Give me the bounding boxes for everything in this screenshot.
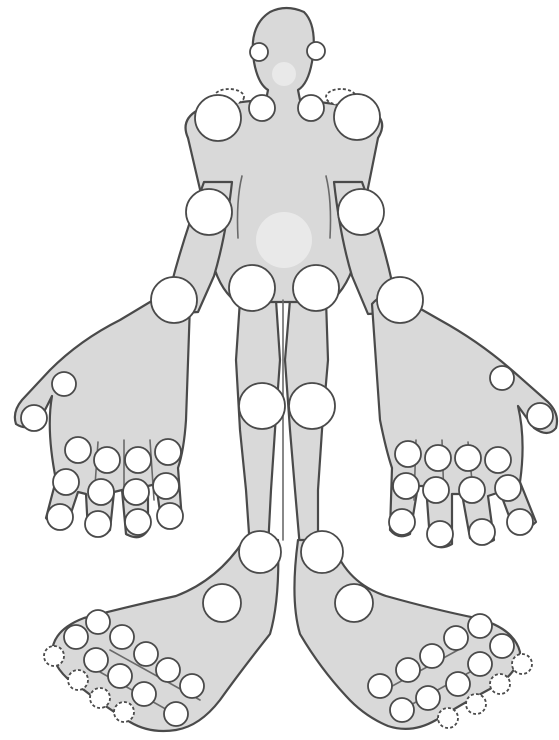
joint-toe-tip-right[interactable]: [438, 708, 458, 728]
joint-jaw-right[interactable]: [307, 42, 325, 60]
joint-toe-right[interactable]: [416, 686, 440, 710]
joint-hip-right[interactable]: [293, 265, 339, 311]
joint-finger-pip-left[interactable]: [53, 469, 79, 495]
joint-ankle-left[interactable]: [239, 531, 281, 573]
joint-finger-pip-right[interactable]: [423, 477, 449, 503]
joint-finger-dip-left[interactable]: [47, 504, 73, 530]
joint-finger-mcp-left[interactable]: [65, 437, 91, 463]
joint-thumb-ip-right[interactable]: [490, 366, 514, 390]
joint-finger-mcp-left[interactable]: [94, 447, 120, 473]
joint-jaw-left[interactable]: [250, 43, 268, 61]
joint-finger-mcp-right[interactable]: [455, 445, 481, 471]
joint-toe-right[interactable]: [468, 652, 492, 676]
joint-toe-left[interactable]: [156, 658, 180, 682]
joint-finger-dip-left[interactable]: [85, 511, 111, 537]
joint-toe-left[interactable]: [134, 642, 158, 666]
joint-toe-left[interactable]: [86, 610, 110, 634]
joint-elbow-left[interactable]: [186, 189, 232, 235]
joint-finger-pip-left[interactable]: [88, 479, 114, 505]
joint-finger-dip-right[interactable]: [507, 509, 533, 535]
joint-knee-right[interactable]: [289, 383, 335, 429]
joint-finger-pip-left[interactable]: [153, 473, 179, 499]
joint-toe-tip-left[interactable]: [90, 688, 110, 708]
joint-wrist-right[interactable]: [377, 277, 423, 323]
joint-toe-right[interactable]: [468, 614, 492, 638]
joint-finger-mcp-right[interactable]: [425, 445, 451, 471]
joint-finger-dip-right[interactable]: [389, 509, 415, 535]
joint-toe-left[interactable]: [132, 682, 156, 706]
neck-highlight: [272, 62, 296, 86]
joint-shoulder-right[interactable]: [334, 94, 380, 140]
joint-toe-left[interactable]: [180, 674, 204, 698]
joint-sternoclavicular-right[interactable]: [298, 95, 324, 121]
joint-finger-dip-left[interactable]: [157, 503, 183, 529]
joint-shoulder-left[interactable]: [195, 95, 241, 141]
joint-toe-right[interactable]: [368, 674, 392, 698]
joint-finger-pip-right[interactable]: [393, 473, 419, 499]
joint-toe-tip-right[interactable]: [466, 694, 486, 714]
joint-toe-right[interactable]: [446, 672, 470, 696]
joint-finger-mcp-right[interactable]: [395, 441, 421, 467]
joint-toe-right[interactable]: [420, 644, 444, 668]
joint-finger-pip-left[interactable]: [123, 479, 149, 505]
joint-toe-tip-right[interactable]: [490, 674, 510, 694]
joint-finger-mcp-left[interactable]: [125, 447, 151, 473]
joint-toe-left[interactable]: [84, 648, 108, 672]
joint-toe-tip-left[interactable]: [114, 702, 134, 722]
joint-finger-dip-right[interactable]: [469, 519, 495, 545]
joint-thumb-tip-right[interactable]: [527, 403, 553, 429]
joint-thumb-tip-left[interactable]: [21, 405, 47, 431]
joint-midfoot-right[interactable]: [335, 584, 373, 622]
joint-finger-dip-left[interactable]: [125, 509, 151, 535]
joint-toe-tip-left[interactable]: [68, 670, 88, 690]
joint-finger-dip-right[interactable]: [427, 521, 453, 547]
joint-hip-left[interactable]: [229, 265, 275, 311]
joint-midfoot-left[interactable]: [203, 584, 241, 622]
joint-toe-right[interactable]: [396, 658, 420, 682]
joint-thumb-ip-left[interactable]: [52, 372, 76, 396]
joint-elbow-right[interactable]: [338, 189, 384, 235]
joint-knee-left[interactable]: [239, 383, 285, 429]
joint-toe-right[interactable]: [490, 634, 514, 658]
joint-toe-left[interactable]: [110, 625, 134, 649]
joint-toe-left[interactable]: [108, 664, 132, 688]
trunk-highlight: [256, 212, 312, 268]
joint-wrist-left[interactable]: [151, 277, 197, 323]
joint-toe-left[interactable]: [164, 702, 188, 726]
joint-toe-right[interactable]: [444, 626, 468, 650]
joint-finger-pip-right[interactable]: [495, 475, 521, 501]
joint-toe-tip-left[interactable]: [44, 646, 64, 666]
joint-toe-left[interactable]: [64, 625, 88, 649]
joint-ankle-right[interactable]: [301, 531, 343, 573]
joint-toe-right[interactable]: [390, 698, 414, 722]
joint-finger-pip-right[interactable]: [459, 477, 485, 503]
joint-finger-mcp-right[interactable]: [485, 447, 511, 473]
joint-sternoclavicular-left[interactable]: [249, 95, 275, 121]
joint-toe-tip-right[interactable]: [512, 654, 532, 674]
joint-finger-mcp-left[interactable]: [155, 439, 181, 465]
